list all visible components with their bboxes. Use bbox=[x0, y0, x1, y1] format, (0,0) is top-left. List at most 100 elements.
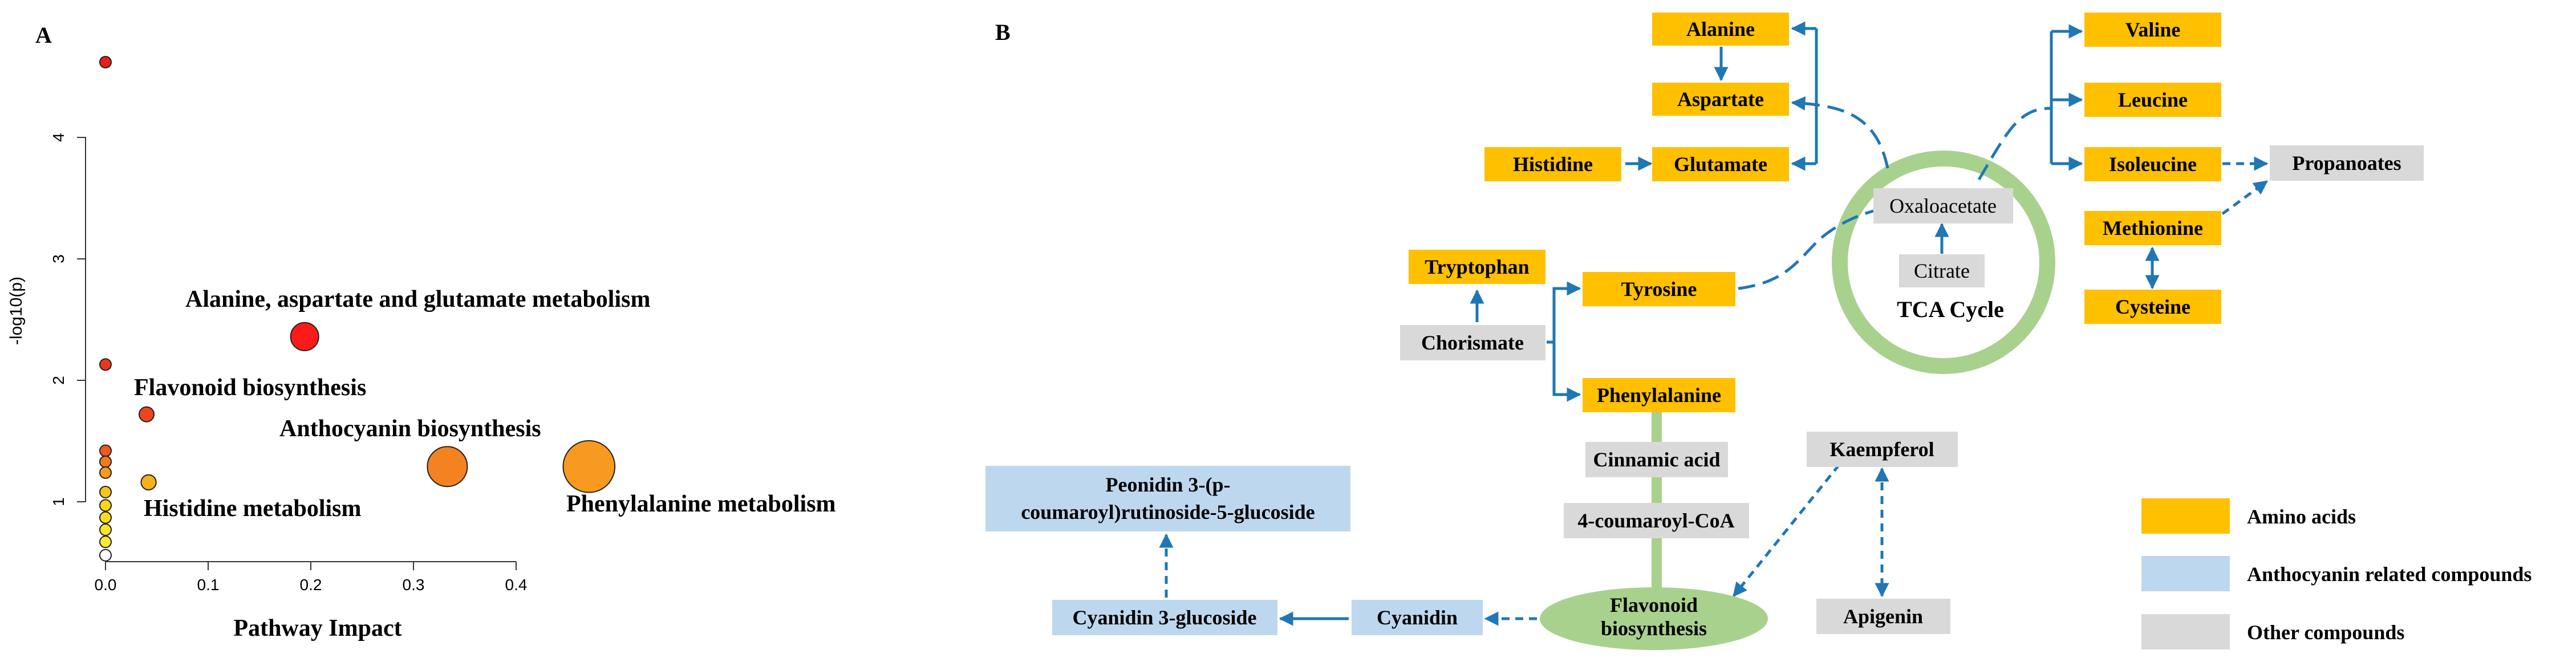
path-oxaloacetate-bracket bbox=[1977, 107, 2051, 181]
point-flavonoid-biosynthesis bbox=[139, 406, 155, 423]
legend-label-anthocyanin: Anthocyanin related compounds bbox=[2247, 563, 2532, 586]
x-tick-label: 0.0 bbox=[95, 576, 117, 594]
arrow-chorismate-tyrosine bbox=[1547, 281, 1581, 344]
y-axis-label: -log10(p) bbox=[7, 277, 26, 345]
legend-label-other: Other compounds bbox=[2247, 621, 2404, 644]
label-anthocyanin-biosynthesis: Anthocyanin biosynthesis bbox=[279, 416, 541, 442]
panel-a-label: A bbox=[35, 22, 52, 48]
connectors bbox=[1159, 21, 2269, 626]
y-tick-label: 1 bbox=[50, 497, 67, 506]
label-flavonoid-biosynthesis: Flavonoid biosynthesis bbox=[134, 375, 366, 401]
arrow-chorismate-phenylalanine bbox=[1552, 342, 1581, 402]
node-kaempferol: Kaempferol bbox=[1807, 432, 1958, 467]
arrow-methionine-propanoates bbox=[2221, 180, 2269, 216]
legend-label-amino: Amino acids bbox=[2247, 505, 2356, 528]
data-point bbox=[99, 466, 112, 479]
node-phenylalanine: Phenylalanine bbox=[1583, 378, 1735, 412]
node-apigenin-text: Apigenin bbox=[1843, 605, 1923, 628]
node-4-coumaroyl-coa: 4-coumaroyl-CoA bbox=[1564, 503, 1749, 538]
y-tick-label: 3 bbox=[50, 254, 67, 263]
data-point bbox=[99, 55, 112, 68]
panel-b-label: B bbox=[995, 19, 1011, 45]
node-cyanidin-text: Cyanidin bbox=[1377, 606, 1458, 629]
x-tick-label: 0.1 bbox=[197, 576, 220, 594]
x-tick-label: 0.4 bbox=[505, 576, 528, 594]
node-propanoates-text: Propanoates bbox=[2292, 152, 2401, 174]
node-cysteine: Cysteine bbox=[2084, 290, 2221, 324]
node-peonidin-text-2: coumaroyl)rutinoside-5-glucoside bbox=[1021, 501, 1315, 523]
legend-swatch-other bbox=[2141, 614, 2230, 649]
label-phenylalanine-metabolism: Phenylalanine metabolism bbox=[566, 491, 836, 517]
node-cyanidin-3-glucoside-text: Cyanidin 3-glucoside bbox=[1072, 606, 1256, 629]
legend-swatch-amino bbox=[2141, 498, 2230, 534]
node-methionine: Methionine bbox=[2084, 211, 2221, 245]
arrow-oxaloacetate-aspartate bbox=[1791, 96, 1889, 169]
node-cinnamic-acid-text: Cinnamic acid bbox=[1593, 448, 1720, 471]
data-point bbox=[99, 549, 112, 562]
legend: Amino acids Anthocyanin related compound… bbox=[2141, 498, 2532, 649]
point-phenylalanine-metabolism bbox=[562, 440, 616, 493]
point-alanine-aspartate-and-glutamate-metabolism bbox=[290, 322, 319, 351]
node-histidine: Histidine bbox=[1484, 147, 1621, 181]
node-apigenin: Apigenin bbox=[1816, 599, 1950, 634]
x-axis-label: Pathway Impact bbox=[233, 615, 401, 641]
node-4-coumaroyl-coa-text: 4-coumaroyl-CoA bbox=[1577, 509, 1734, 532]
node-oxaloacetate: Oxaloacetate bbox=[1873, 188, 2013, 224]
legend-swatch-anthocyanin bbox=[2141, 556, 2230, 591]
node-leucine: Leucine bbox=[2084, 83, 2221, 117]
node-tyrosine-text: Tyrosine bbox=[1621, 278, 1697, 300]
node-oxaloacetate-text: Oxaloacetate bbox=[1889, 194, 1997, 217]
node-valine: Valine bbox=[2084, 13, 2221, 47]
legend-amino-acids: Amino acids bbox=[2141, 498, 2356, 534]
node-cyanidin-3-glucoside: Cyanidin 3-glucoside bbox=[1052, 600, 1277, 635]
nodes: Alanine Aspartate Histidine Glutamate Va… bbox=[985, 13, 2424, 650]
tca-cycle-ring bbox=[1832, 151, 2055, 374]
node-tyrosine: Tyrosine bbox=[1583, 272, 1735, 306]
node-chorismate-text: Chorismate bbox=[1421, 331, 1524, 354]
node-histidine-text: Histidine bbox=[1513, 153, 1593, 176]
data-point bbox=[99, 499, 112, 512]
node-glutamate-text: Glutamate bbox=[1674, 153, 1767, 176]
x-tick-label: 0.2 bbox=[300, 576, 322, 594]
node-peonidin-text-1: Peonidin 3-(p- bbox=[1105, 473, 1230, 496]
node-valine-text: Valine bbox=[2125, 18, 2181, 41]
data-point bbox=[99, 485, 112, 498]
data-point bbox=[99, 444, 112, 457]
node-leucine-text: Leucine bbox=[2118, 88, 2188, 111]
panel-b: B bbox=[985, 13, 2532, 650]
node-tryptophan-text: Tryptophan bbox=[1425, 255, 1529, 278]
node-flavonoid-biosynthesis: Flavonoid biosynthesis bbox=[1540, 587, 1768, 650]
arrow-kaempferol-flavonoid bbox=[1733, 464, 1840, 597]
node-alanine: Alanine bbox=[1652, 13, 1789, 46]
data-point bbox=[99, 523, 112, 536]
node-isoleucine-text: Isoleucine bbox=[2109, 153, 2197, 176]
data-point bbox=[99, 358, 112, 371]
node-propanoates: Propanoates bbox=[2270, 145, 2424, 181]
node-peonidin: Peonidin 3-(p- coumaroyl)rutinoside-5-gl… bbox=[985, 466, 1350, 531]
tca-cycle-label: TCA Cycle bbox=[1897, 297, 2004, 322]
chart-points bbox=[99, 55, 616, 562]
node-glutamate: Glutamate bbox=[1652, 147, 1789, 181]
node-alanine-text: Alanine bbox=[1686, 18, 1755, 40]
node-flavonoid-text-1: Flavonoid bbox=[1610, 594, 1698, 616]
data-point bbox=[99, 511, 112, 524]
node-phenylalanine-text: Phenylalanine bbox=[1597, 384, 1721, 407]
path-tyrosine-oxaloacetate bbox=[1738, 209, 1874, 290]
node-cinnamic-acid: Cinnamic acid bbox=[1585, 442, 1728, 477]
point-labels: Alanine, aspartate and glutamate metabol… bbox=[134, 286, 836, 522]
x-ticks: 0.0 0.1 0.2 0.3 0.4 bbox=[95, 562, 528, 594]
node-tryptophan: Tryptophan bbox=[1409, 250, 1545, 284]
node-isoleucine: Isoleucine bbox=[2084, 147, 2221, 181]
node-citrate: Citrate bbox=[1899, 254, 1985, 287]
label-histidine-metabolism: Histidine metabolism bbox=[144, 496, 362, 522]
data-point bbox=[99, 535, 112, 549]
y-tick-label: 4 bbox=[50, 133, 67, 142]
legend-anthocyanin: Anthocyanin related compounds bbox=[2141, 556, 2532, 591]
label-alanine-metabolism: Alanine, aspartate and glutamate metabol… bbox=[185, 286, 650, 312]
x-tick-label: 0.3 bbox=[403, 576, 425, 594]
node-chorismate: Chorismate bbox=[1400, 325, 1545, 360]
node-citrate-text: Citrate bbox=[1914, 259, 1970, 282]
